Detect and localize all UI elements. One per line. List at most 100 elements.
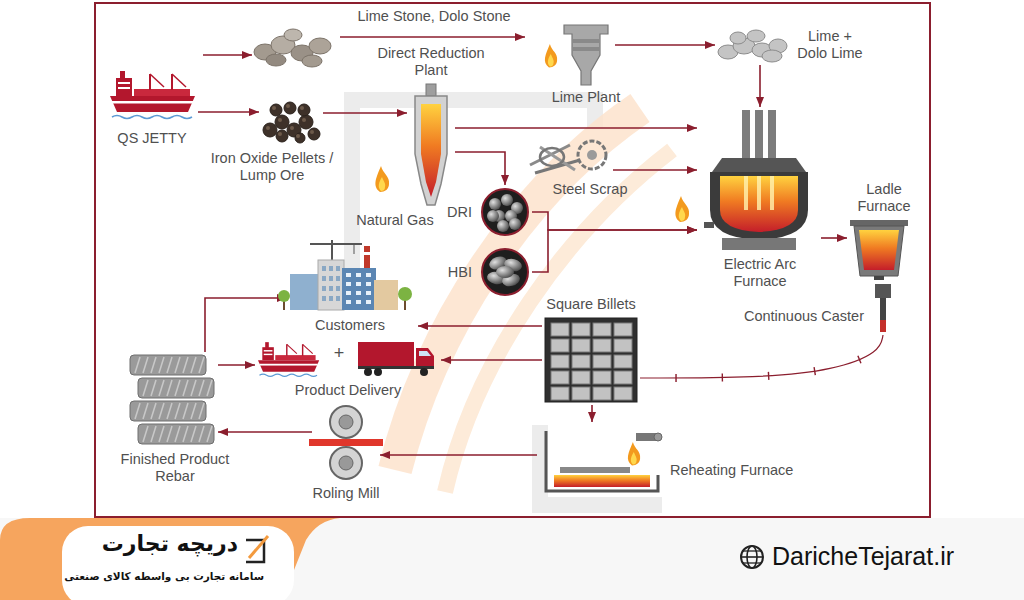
mill-icon: [315, 405, 377, 480]
pellets-icon-part: [296, 134, 300, 138]
node-label: Direct Reduction Plant: [369, 45, 494, 79]
pellets-icon-part: [295, 133, 305, 143]
eaf-icon-part: [770, 176, 774, 216]
rebar-icon-part-part: [151, 357, 156, 373]
strand-tick: [768, 372, 770, 380]
watermark-swoosh: [445, 150, 672, 492]
flame-icon-part: [375, 166, 389, 192]
rebar-icon-part-part: [135, 357, 140, 373]
node-label: Product Delivery: [295, 382, 401, 399]
pellets-icon-part: [290, 126, 294, 130]
pellets-icon: [262, 100, 320, 142]
rebar-icon-part-part: [143, 380, 148, 396]
shaft-icon: [410, 84, 452, 205]
truck-icon-part: [416, 348, 434, 368]
ship-icon-part: [302, 344, 303, 356]
ship-icon-part: [303, 344, 313, 353]
ship-icon-part: [275, 355, 315, 360]
flame-icon: [675, 196, 689, 222]
rebar-icon-part-part: [183, 357, 188, 373]
eaf-icon-part: [744, 176, 748, 210]
limestone-pile: [254, 29, 331, 67]
dri-icon-part: [487, 210, 499, 222]
node-label: Electric Arc Furnace: [710, 256, 810, 290]
flow-arrow: [455, 127, 697, 129]
eaf-icon-part: [757, 176, 761, 216]
customers-icon-part: [356, 291, 361, 295]
process-node: Roling Mill: [315, 405, 377, 480]
flame-icon: [628, 442, 640, 465]
reheat-icon-part: [654, 433, 662, 441]
customers-icon-part: [346, 282, 351, 286]
rebar-icon-part-part: [167, 403, 172, 419]
flow-arrow: [441, 359, 542, 361]
rebar-icon-part-part: [207, 426, 212, 442]
customers-icon-part: [346, 273, 351, 277]
eaf-icon-part: [712, 158, 806, 172]
scrap-icon-part: [587, 150, 597, 160]
logo-icon-part: [249, 536, 268, 558]
scrap-icon-part: [540, 148, 564, 166]
flame-icon-part: [679, 207, 686, 221]
process-node: QS JETTY: [110, 68, 195, 120]
customers-icon-part: [318, 260, 344, 310]
customers-icon-part: [354, 244, 355, 254]
globe-icon-part: [741, 546, 763, 568]
flow-arrow: [218, 364, 255, 366]
flame-icon: [375, 166, 389, 192]
billets-icon-part: [572, 323, 590, 336]
process-node: Ladle Furnace: [850, 218, 908, 280]
pellets-icon-part: [278, 118, 282, 122]
strand-tick: [858, 356, 861, 363]
kiln-icon: [560, 25, 612, 85]
customers-icon-part: [366, 300, 371, 304]
truck-icon: [358, 342, 434, 376]
scrap-icon: [530, 135, 610, 175]
flow-arrow: [198, 111, 259, 113]
billets-icon-part: [614, 339, 632, 352]
node-label: Roling Mill: [313, 485, 380, 502]
rebar-icon-part-part: [207, 380, 212, 396]
rebar-icon-part-part: [175, 357, 180, 373]
pellets-icon-part: [284, 102, 296, 114]
flame-icon-part: [628, 442, 640, 465]
customers-icon-part: [336, 296, 340, 301]
rebar-icon-part-part: [199, 403, 204, 419]
eaf-icon-part: [722, 238, 796, 250]
kiln-icon-part: [564, 25, 608, 85]
mill-icon-part: [330, 406, 362, 438]
mill-icon-part: [339, 456, 353, 470]
customers-icon-part: [356, 300, 361, 304]
ship-icon-part: [112, 116, 192, 119]
customers-icon-part: [290, 274, 320, 310]
customers-icon-part: [322, 286, 326, 291]
customers-icon-part: [329, 276, 333, 281]
diagram-label: DaricheTejarat.ir: [772, 541, 954, 571]
node-label: Customers: [315, 317, 385, 334]
ship-icon-part: [120, 71, 125, 79]
customers-icon-part: [342, 268, 376, 310]
billets-icon-part: [551, 355, 569, 368]
ship-icon-part: [171, 74, 173, 90]
lime-icon-part: [730, 32, 746, 44]
customers-icon-part: [322, 296, 326, 301]
process-node: Customers: [290, 240, 415, 336]
ship-icon-part: [172, 74, 186, 87]
rebar-icon-part-part: [191, 403, 196, 419]
process-node: Direct Reduction Plant: [410, 84, 452, 205]
billets-icon-part: [593, 323, 611, 336]
dri-icon-part: [489, 198, 501, 210]
ladle-icon-part: [850, 220, 908, 226]
reheat-icon-part: [560, 467, 630, 473]
ladle-icon-part: [874, 276, 884, 280]
node-label: +: [334, 345, 345, 362]
flow-arrow: [418, 325, 542, 327]
billets-icon-part: [551, 339, 569, 352]
rebar-icon-part-part: [143, 426, 148, 442]
limestone-pile-part: [309, 38, 331, 54]
flame-icon-part: [379, 177, 386, 191]
billets-icon-part: [551, 387, 569, 400]
customers-icon-part: [366, 291, 371, 295]
ship-icon: [258, 342, 319, 376]
customers-icon-part: [356, 282, 361, 286]
